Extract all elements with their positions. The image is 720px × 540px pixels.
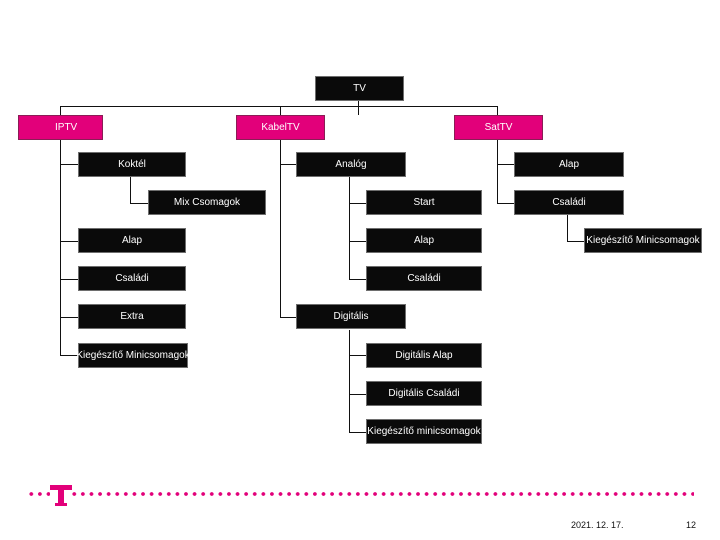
node-iptv-kiegeszito: Kiegészítő Minicsomagok — [76, 343, 190, 368]
connector-line — [567, 215, 568, 241]
connector-line — [280, 140, 281, 317]
connector-line — [349, 241, 366, 242]
connector-line — [60, 241, 78, 242]
footer-date: 2021. 12. 17. — [571, 520, 624, 530]
connector-line — [349, 279, 366, 280]
node-sattv-csaladi: Családi — [514, 190, 624, 215]
node-iptv-csaladi: Családi — [78, 266, 186, 291]
connector-line — [349, 394, 366, 395]
node-tv: TV — [315, 76, 404, 101]
node-digitalis-csaladi: Digitális Családi — [366, 381, 482, 406]
node-sattv-alap: Alap — [514, 152, 624, 177]
connector-line — [349, 330, 350, 432]
connector-line — [60, 106, 497, 107]
connector-line — [497, 140, 498, 203]
node-kabeltv: KabelTV — [236, 115, 325, 140]
node-analog-csaladi: Családi — [366, 266, 482, 291]
connector-line — [349, 432, 366, 433]
connector-line — [60, 140, 61, 355]
connector-line — [280, 106, 281, 115]
node-iptv-extra: Extra — [78, 304, 186, 329]
connector-line — [60, 317, 78, 318]
node-analog-start: Start — [366, 190, 482, 215]
connector-line — [280, 317, 296, 318]
connector-line — [60, 164, 78, 165]
node-iptv-alap: Alap — [78, 228, 186, 253]
connector-line — [358, 101, 359, 115]
node-kabeltv-digitalis: Digitális — [296, 304, 406, 329]
telekom-t-logo-icon — [50, 480, 72, 510]
node-kabeltv-analog: Analóg — [296, 152, 406, 177]
connector-line — [497, 164, 514, 165]
connector-line — [567, 241, 584, 242]
node-iptv-mix-csomagok: Mix Csomagok — [148, 190, 266, 215]
connector-line — [60, 106, 61, 115]
connector-line — [349, 177, 350, 279]
connector-line — [130, 203, 148, 204]
connector-line — [130, 177, 131, 203]
node-analog-alap: Alap — [366, 228, 482, 253]
connector-line — [497, 203, 514, 204]
connector-line — [349, 355, 366, 356]
connector-line — [60, 279, 78, 280]
connector-line — [280, 164, 296, 165]
page-number: 12 — [686, 520, 697, 530]
node-sattv-kiegeszito: Kiegészítő Minicsomagok — [584, 228, 702, 253]
node-iptv-koktel: Koktél — [78, 152, 186, 177]
node-digitalis-kiegeszito: Kiegészítő minicsomagok — [366, 419, 482, 444]
node-iptv: IPTV — [18, 115, 103, 140]
connector-line — [60, 355, 78, 356]
dotted-brand-line — [27, 492, 694, 496]
node-sattv: SatTV — [454, 115, 543, 140]
connector-line — [349, 203, 366, 204]
node-digitalis-alap: Digitális Alap — [366, 343, 482, 368]
connector-line — [497, 106, 498, 115]
